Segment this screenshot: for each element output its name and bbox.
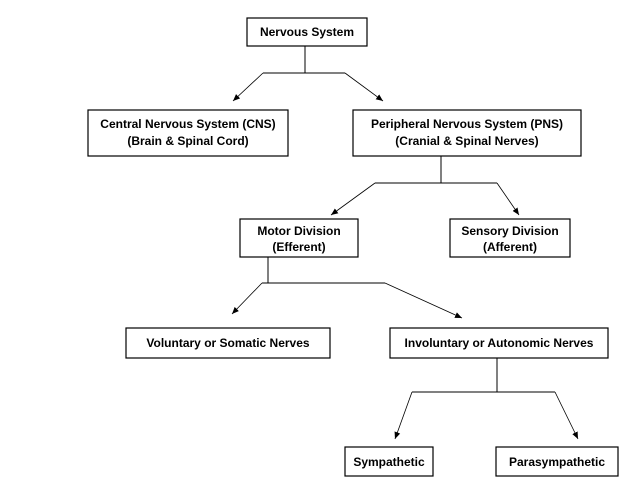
node-label: Involuntary or Autonomic Nerves	[405, 336, 594, 350]
arrow-to-sympathetic	[394, 391, 413, 440]
arrow-to-voluntary	[231, 282, 263, 315]
connector-pns	[375, 156, 497, 184]
arrow-to-pns	[344, 72, 384, 102]
node-sublabel: (Cranial & Spinal Nerves)	[395, 134, 538, 148]
node-sublabel: (Efferent)	[272, 240, 325, 254]
arrow-to-parasympathetic	[554, 391, 579, 440]
connector-involuntary	[412, 358, 555, 393]
node-label: Nervous System	[260, 25, 354, 39]
arrows-pns	[330, 182, 520, 216]
node-label: Peripheral Nervous System (PNS)	[371, 117, 563, 131]
arrow-to-motor	[330, 182, 376, 216]
node-cns: Central Nervous System (CNS) (Brain & Sp…	[87, 109, 289, 157]
node-pns: Peripheral Nervous System (PNS) (Cranial…	[352, 109, 582, 157]
node-label: Sympathetic	[353, 455, 425, 469]
arrows-involuntary	[394, 391, 579, 440]
arrow-to-cns	[232, 72, 264, 102]
node-motor-division: Motor Division (Efferent)	[239, 218, 359, 258]
node-label: Central Nervous System (CNS)	[100, 117, 275, 131]
node-label: Parasympathetic	[509, 455, 605, 469]
node-involuntary-nerves: Involuntary or Autonomic Nerves	[389, 327, 609, 359]
node-label: Sensory Division	[461, 224, 558, 238]
node-label: Voluntary or Somatic Nerves	[146, 336, 309, 350]
node-nervous-system: Nervous System	[246, 17, 368, 47]
connector-motor	[262, 257, 385, 284]
node-voluntary-nerves: Voluntary or Somatic Nerves	[125, 327, 331, 359]
node-parasympathetic: Parasympathetic	[495, 446, 619, 477]
connector-nervous-system	[263, 46, 345, 74]
arrow-to-sensory	[496, 182, 520, 216]
node-sublabel: (Brain & Spinal Cord)	[127, 134, 248, 148]
node-sensory-division: Sensory Division (Afferent)	[449, 218, 571, 258]
arrows-motor	[231, 282, 463, 319]
arrows-nervous-system	[232, 72, 384, 102]
node-sublabel: (Afferent)	[483, 240, 537, 254]
node-sympathetic: Sympathetic	[344, 446, 434, 477]
node-label: Motor Division	[257, 224, 340, 238]
arrow-to-involuntary	[384, 282, 463, 319]
